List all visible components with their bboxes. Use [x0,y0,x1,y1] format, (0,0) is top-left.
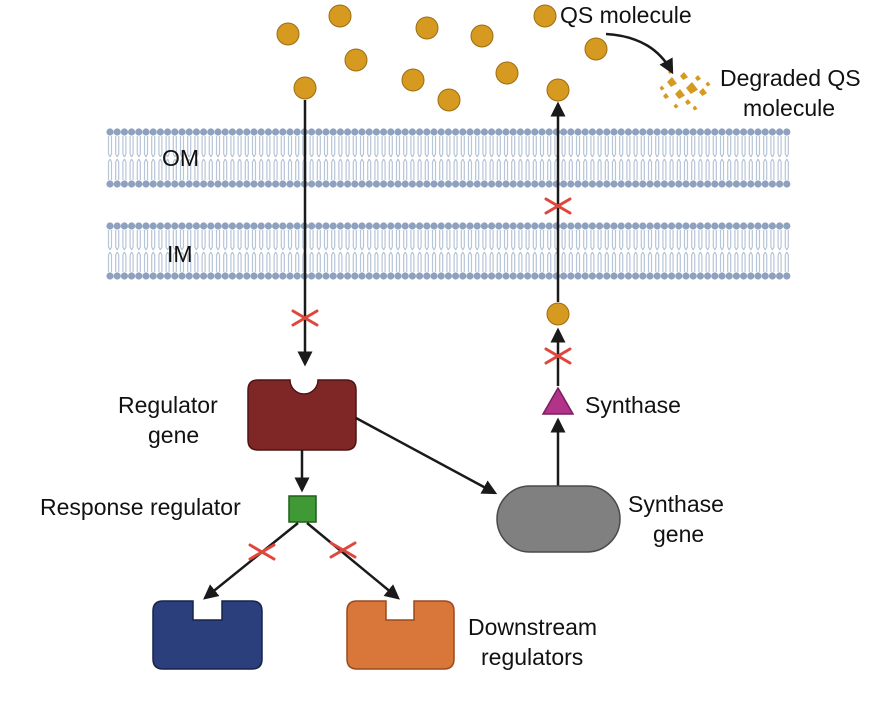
blocked-import-x-icon [291,309,319,327]
qs-molecule-8 [495,61,519,85]
downstream-regulator-orange-icon [346,600,455,670]
regulator-gene-icon [247,379,357,451]
response-regulator-square-icon [288,495,317,523]
synthase-triangle-icon [541,386,575,415]
degraded-fragment-7 [699,88,707,96]
degraded-fragment-8 [685,99,691,105]
degraded-fragment-9 [673,103,679,109]
blocked-export-x-icon [544,197,572,215]
qs-molecule-4 [415,16,439,40]
blocked-blue-downstream-x-icon [248,543,276,561]
qs-molecule-2 [328,4,352,28]
qs-molecule-exported [546,78,570,102]
blocked-orange-downstream-x-icon [329,541,357,559]
degraded-fragment-5 [695,75,701,81]
degraded-qs-icon [659,70,711,111]
degraded-fragment-10 [705,81,711,87]
qs-molecule-9 [533,4,557,28]
inner-membrane [106,222,791,280]
regulator-gene-label-line2: gene [148,422,199,448]
qs-molecule-produced [546,302,570,326]
qs-molecule-5 [470,24,494,48]
regulator-gene-label-line1: Regulator [118,392,218,418]
outer-membrane [106,128,791,188]
degraded-qs-label-line2: molecule [743,95,835,121]
regulator-to-synthase-gene-arrow [355,416,498,495]
degraded-fragment-4 [675,89,685,99]
synthase-gene-label-line2: gene [653,521,704,547]
downstream-regulators-label-line1: Downstream [468,614,597,640]
qs-molecule-7 [437,88,461,112]
downstream-regulators-label-line2: regulators [481,644,583,670]
qs-molecule-label: QS molecule [560,2,692,28]
synthase-gene-label-line1: Synthase [628,491,724,517]
outer-membrane-tails [107,136,789,180]
degraded-fragment-3 [686,82,698,94]
inhibition-marks [248,197,572,561]
response-to-orange-arrow [306,522,400,600]
response-to-blue-arrow [203,522,299,600]
qs-molecule-6 [401,68,425,92]
outer-membrane-label: OM [162,145,199,171]
downstream-regulator-blue-icon [152,600,263,670]
inner-membrane-label: IM [167,241,193,267]
degraded-fragment-12 [692,105,698,111]
synthase-label: Synthase [585,392,681,418]
inner-membrane-heads [106,222,791,280]
blocked-synthesis-x-icon [544,347,572,365]
qs-molecule-1 [276,22,300,46]
response-regulator-label: Response regulator [40,494,241,520]
qs-molecule-10 [584,37,608,61]
degraded-qs-label-line1: Degraded QS [720,65,861,91]
qs-molecule-cluster [276,4,608,112]
synthase-gene-icon [496,485,621,553]
qs-molecule-import [293,76,317,100]
outer-membrane-heads [106,128,791,188]
degradation-arrow [605,32,674,75]
degraded-fragment-1 [667,77,677,87]
degraded-fragment-2 [680,72,688,80]
degraded-fragment-6 [663,93,669,99]
inner-membrane-tails [107,230,789,272]
membrane-layers [106,128,791,280]
qs-molecule-3 [344,48,368,72]
degraded-fragment-11 [659,85,665,91]
